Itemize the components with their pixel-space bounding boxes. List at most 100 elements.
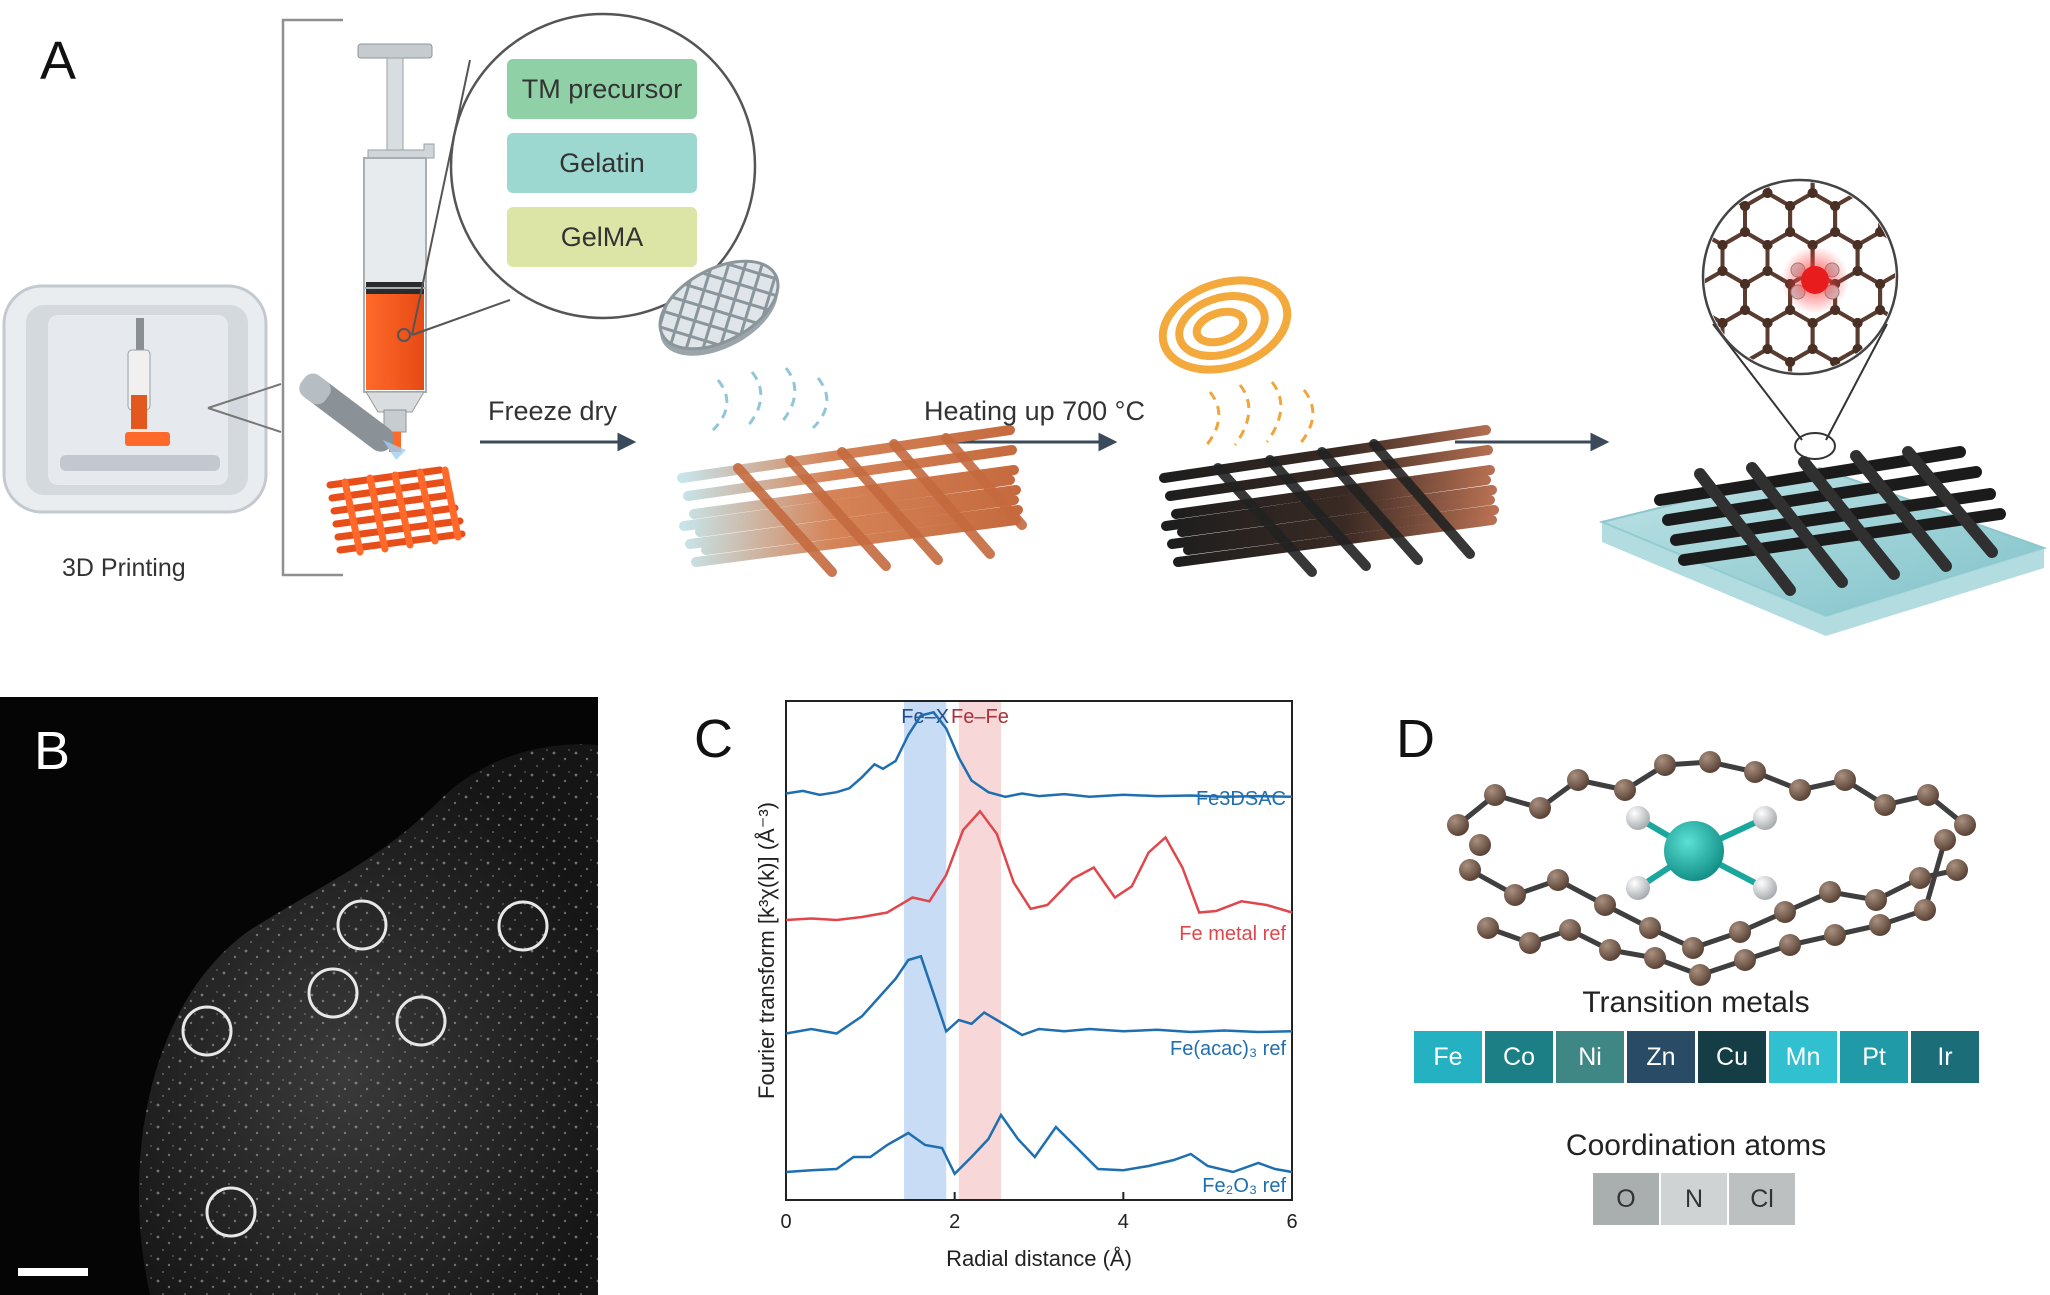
lattice-stack-carbonized bbox=[1159, 425, 1499, 577]
band-label-0: Fe–X bbox=[901, 706, 949, 728]
element-tile-cu: Cu bbox=[1698, 1031, 1766, 1083]
carbon-atom-0 bbox=[1447, 814, 1469, 836]
carbon-atom-37 bbox=[1469, 834, 1491, 856]
carbon-atom-10 bbox=[1874, 794, 1896, 816]
carbon-atom-6 bbox=[1699, 751, 1721, 773]
x-tick-label-2: 4 bbox=[1118, 1211, 1129, 1233]
step-freeze-dry: Freeze dry bbox=[488, 396, 618, 426]
series-label-1: Fe metal ref bbox=[1179, 923, 1286, 945]
series-label-3: Fe₂O₃ ref bbox=[1202, 1175, 1286, 1197]
panel-label-c: C bbox=[694, 709, 733, 769]
series-line-0 bbox=[785, 710, 1293, 799]
carbon-atom-28 bbox=[1599, 939, 1621, 961]
carbon-atom-34 bbox=[1869, 914, 1891, 936]
carbon-atom-17 bbox=[1639, 917, 1661, 939]
coordination-atom-3 bbox=[1753, 876, 1777, 900]
x-axis-label: Radial distance (Å) bbox=[946, 1246, 1132, 1271]
carbon-atom-4 bbox=[1614, 779, 1636, 801]
vapor-lines bbox=[711, 367, 829, 432]
tm-center-atom bbox=[1664, 821, 1724, 881]
carbon-atom-2 bbox=[1529, 797, 1551, 819]
ink-callout-line-2 bbox=[411, 59, 471, 336]
uv-lamp-illustration bbox=[299, 373, 406, 460]
carbon-atom-1 bbox=[1484, 784, 1506, 806]
lattice-on-substrate bbox=[1598, 432, 2048, 636]
coordination-atom-1 bbox=[1753, 806, 1777, 830]
coordination-atoms-title: Coordination atoms bbox=[1565, 1129, 1827, 1162]
carbon-atom-32 bbox=[1779, 934, 1801, 956]
element-tile-mn: Mn bbox=[1769, 1031, 1837, 1083]
heat-lines bbox=[1203, 381, 1315, 448]
element-tile-ir: Ir bbox=[1911, 1031, 1979, 1083]
process-arrows bbox=[480, 432, 1610, 452]
coordination-atom-2 bbox=[1626, 876, 1650, 900]
step-heating: Heating up 700 °C bbox=[924, 396, 1145, 426]
carbon-atom-12 bbox=[1954, 814, 1976, 836]
carbon-atom-24 bbox=[1946, 859, 1968, 881]
element-tile-pt: Pt bbox=[1840, 1031, 1908, 1083]
tm-center-label: TM bbox=[1852, 829, 1889, 857]
y-axis-label: Fourier transform [k³χ(k)] (Å⁻³) bbox=[754, 802, 779, 1099]
series-label-0: Fe3DSAC bbox=[1196, 788, 1286, 810]
carbon-atom-7 bbox=[1744, 761, 1766, 783]
element-tile-zn: Zn bbox=[1627, 1031, 1695, 1083]
carbon-atom-19 bbox=[1729, 921, 1751, 943]
series-line-2 bbox=[785, 954, 1293, 1037]
freeze-dry-mesh bbox=[658, 259, 780, 356]
carbon-atom-21 bbox=[1819, 881, 1841, 903]
carbon-atom-11 bbox=[1917, 784, 1939, 806]
carbon-atom-18 bbox=[1682, 937, 1704, 959]
panel-label-b: B bbox=[34, 721, 71, 781]
band-1 bbox=[958, 701, 1002, 1200]
coordination-tile-cl: Cl bbox=[1729, 1173, 1795, 1225]
coordination-structure bbox=[1447, 751, 1976, 986]
carbon-atom-30 bbox=[1689, 964, 1711, 986]
ink-layer-gelma: GelMA bbox=[507, 207, 697, 267]
printed-lattice bbox=[326, 466, 466, 556]
carbon-atom-13 bbox=[1459, 859, 1481, 881]
carbon-atom-23 bbox=[1909, 867, 1931, 889]
scale-bar bbox=[18, 1268, 88, 1276]
carbon-atom-29 bbox=[1644, 947, 1666, 969]
x-tick-label-3: 6 bbox=[1286, 1211, 1297, 1233]
coordination-atom-0 bbox=[1626, 806, 1650, 830]
ink-layer-tm-precursor: TM precursor bbox=[507, 59, 697, 119]
carbon-atom-15 bbox=[1547, 869, 1569, 891]
lattice-stack-freeze-dried bbox=[677, 425, 1027, 577]
carbon-atom-16 bbox=[1594, 894, 1616, 916]
syringe-illustration bbox=[357, 43, 435, 452]
x-tick-label-1: 2 bbox=[949, 1211, 960, 1233]
series-line-3 bbox=[785, 1112, 1293, 1176]
carbon-atom-20 bbox=[1774, 901, 1796, 923]
band-label-1: Fe–Fe bbox=[951, 706, 1009, 728]
printer-illustration bbox=[2, 284, 268, 514]
carbon-atom-25 bbox=[1477, 917, 1499, 939]
coordination-tile-o: O bbox=[1593, 1173, 1659, 1225]
bracket bbox=[281, 18, 343, 577]
coordination-tile-n: N bbox=[1661, 1173, 1727, 1225]
band-0 bbox=[904, 701, 947, 1200]
haadf-stem-image bbox=[0, 697, 599, 1295]
zoom-lines bbox=[207, 383, 282, 433]
panel-label-d: D bbox=[1396, 709, 1435, 769]
element-tile-fe: Fe bbox=[1414, 1031, 1482, 1083]
carbon-atom-9 bbox=[1834, 769, 1856, 791]
carbon-atom-35 bbox=[1914, 899, 1936, 921]
transition-metals-title: Transition metals bbox=[1582, 986, 1810, 1019]
heating-spiral bbox=[1158, 276, 1292, 374]
single-atom-markers bbox=[181, 899, 549, 1238]
carbon-bond-35 bbox=[1922, 839, 1948, 911]
carbon-atom-31 bbox=[1734, 949, 1756, 971]
ink-layer-gelatin: Gelatin bbox=[507, 133, 697, 193]
x-tick-label-0: 0 bbox=[780, 1211, 791, 1233]
carbon-atom-33 bbox=[1824, 924, 1846, 946]
carbon-atom-36 bbox=[1934, 829, 1956, 851]
carbon-atom-5 bbox=[1654, 754, 1676, 776]
element-tile-co: Co bbox=[1485, 1031, 1553, 1083]
panel-label-a: A bbox=[40, 31, 77, 91]
series-line-1 bbox=[785, 809, 1293, 922]
